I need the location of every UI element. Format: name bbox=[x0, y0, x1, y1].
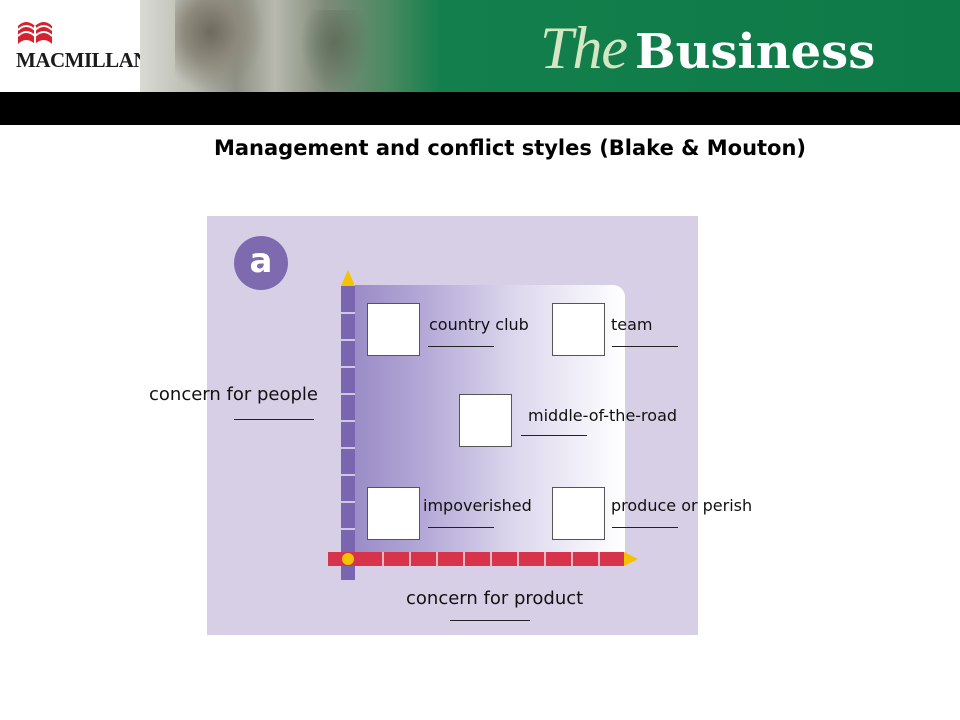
vertical-axis-tick bbox=[341, 474, 355, 476]
answer-box-produce-or-perish[interactable] bbox=[552, 487, 605, 540]
answer-box-impoverished[interactable] bbox=[367, 487, 420, 540]
horizontal-axis-tick bbox=[517, 552, 519, 566]
horizontal-axis-tick bbox=[463, 552, 465, 566]
horizontal-axis-arrow-icon bbox=[624, 552, 638, 566]
vertical-axis-tick bbox=[341, 420, 355, 422]
answer-box-country-club[interactable] bbox=[367, 303, 420, 356]
macmillan-logo: MACMILLAN bbox=[0, 0, 149, 92]
axis-origin-dot bbox=[342, 553, 354, 565]
label-team: team bbox=[611, 315, 653, 334]
label-impoverished: impoverished bbox=[423, 496, 532, 515]
label-country-club: country club bbox=[429, 315, 529, 334]
header-green-band bbox=[440, 0, 960, 92]
slide-title: Management and conflict styles (Blake & … bbox=[213, 136, 807, 160]
vertical-axis-tick bbox=[341, 366, 355, 368]
answer-line-produce-or-perish bbox=[612, 527, 678, 528]
vertical-axis-tick bbox=[341, 339, 355, 341]
diagram-badge: a bbox=[234, 236, 288, 290]
vertical-axis-tick bbox=[341, 393, 355, 395]
answer-line-x-axis bbox=[450, 620, 530, 621]
answer-line-team bbox=[612, 346, 678, 347]
vertical-axis-tick bbox=[341, 312, 355, 314]
answer-line-country-club bbox=[428, 346, 494, 347]
answer-line-impoverished bbox=[428, 527, 494, 528]
answer-line-y-axis bbox=[234, 419, 314, 420]
vertical-axis-arrow-icon bbox=[341, 270, 355, 286]
label-produce-or-perish: produce or perish bbox=[611, 496, 753, 515]
horizontal-axis bbox=[328, 552, 624, 566]
header-photo-figure-secondary bbox=[300, 10, 370, 92]
header-photo-figure bbox=[175, 0, 265, 92]
x-axis-label: concern for product bbox=[406, 588, 584, 609]
horizontal-axis-tick bbox=[382, 552, 384, 566]
brand-the: The bbox=[540, 15, 628, 81]
brand-business: Business bbox=[635, 24, 876, 80]
horizontal-axis-tick bbox=[544, 552, 546, 566]
vertical-axis-tick bbox=[341, 501, 355, 503]
horizontal-axis-tick bbox=[598, 552, 600, 566]
answer-box-team[interactable] bbox=[552, 303, 605, 356]
horizontal-axis-tick bbox=[571, 552, 573, 566]
y-axis-label: concern for people bbox=[149, 384, 318, 405]
vertical-axis-tick bbox=[341, 528, 355, 530]
macmillan-logo-icon bbox=[17, 22, 53, 44]
answer-box-middle-of-the-road[interactable] bbox=[459, 394, 512, 447]
logo-text: MACMILLAN bbox=[16, 48, 149, 72]
vertical-axis bbox=[341, 286, 355, 580]
horizontal-axis-tick bbox=[436, 552, 438, 566]
horizontal-axis-tick bbox=[409, 552, 411, 566]
vertical-axis-tick bbox=[341, 447, 355, 449]
horizontal-axis-tick bbox=[490, 552, 492, 566]
label-middle-of-the-road: middle-of-the-road bbox=[528, 406, 678, 425]
answer-line-middle-of-the-road bbox=[521, 435, 587, 436]
header-black-bar bbox=[0, 92, 960, 125]
badge-letter: a bbox=[249, 241, 273, 281]
